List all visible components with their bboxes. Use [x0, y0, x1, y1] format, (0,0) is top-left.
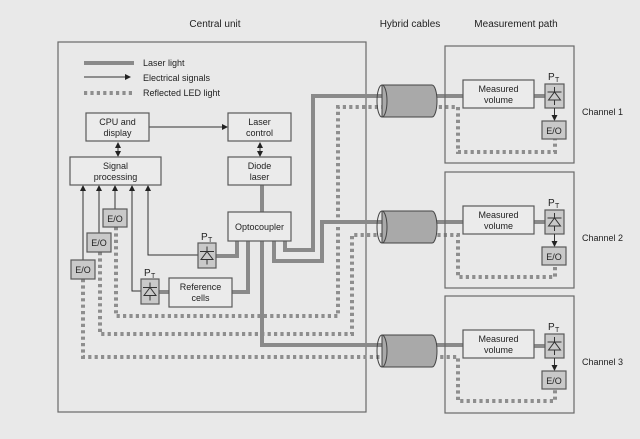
svg-text:Optocoupler: Optocoupler — [235, 222, 284, 232]
laser-path-channel-3 — [260, 241, 463, 347]
measured-volume: Measured volume — [462, 79, 535, 109]
central-unit-frame — [57, 41, 367, 413]
svg-text:T: T — [208, 237, 213, 244]
signal-pt-2 — [129, 185, 141, 292]
svg-text:P: P — [201, 232, 208, 243]
svg-text:T: T — [555, 203, 560, 210]
legend: Laser light Electrical signals Reflected… — [84, 58, 221, 98]
diode-laser-block: Diode laser — [227, 156, 292, 186]
channel-label: Channel 2 — [582, 233, 623, 243]
hybrid-cable-3 — [376, 334, 438, 368]
eo-converter: E/O — [541, 246, 567, 266]
measurement-path-frame — [444, 171, 575, 289]
svg-text:T: T — [151, 273, 156, 280]
measured-volume: Measured volume — [462, 329, 535, 359]
laser-path-channel-1 — [283, 94, 463, 252]
eo-converter-3: E/O — [70, 259, 96, 280]
svg-text:P: P — [144, 268, 151, 279]
svg-text:volume: volume — [484, 345, 513, 355]
measurement-path-frame — [444, 45, 575, 164]
laser-to-reference — [232, 241, 250, 294]
svg-text:E/O: E/O — [91, 238, 107, 248]
svg-text:P: P — [548, 198, 555, 209]
svg-text:volume: volume — [484, 221, 513, 231]
svg-text:Reference: Reference — [180, 282, 222, 292]
signal-processing-block: Signal processing — [69, 156, 162, 186]
svg-text:E/O: E/O — [107, 214, 123, 224]
legend-electrical-label: Electrical signals — [143, 73, 211, 83]
svg-text:Measured: Measured — [478, 210, 518, 220]
svg-text:P: P — [548, 72, 555, 83]
eo-converter: E/O — [541, 370, 567, 390]
header-hybrid-cables: Hybrid cables — [380, 19, 441, 30]
eo-converter: E/O — [541, 120, 567, 140]
svg-text:CPU and: CPU and — [99, 117, 136, 127]
laser-path-channel-2 — [272, 220, 463, 263]
svg-text:Diode: Diode — [248, 161, 272, 171]
legend-reflected-label: Reflected LED light — [143, 88, 221, 98]
channel-label: Channel 1 — [582, 107, 623, 117]
svg-text:Measured: Measured — [478, 334, 518, 344]
svg-text:cells: cells — [191, 293, 210, 303]
reflected-path-channel-2 — [98, 233, 557, 336]
cpu-display-block: CPU and display — [85, 112, 150, 142]
svg-text:Measured: Measured — [478, 84, 518, 94]
hybrid-cable-2 — [376, 210, 438, 244]
reference-cells-block: Reference cells — [168, 277, 233, 308]
svg-text:T: T — [555, 77, 560, 84]
svg-text:E/O: E/O — [546, 126, 562, 136]
laser-control-block: Laser control — [227, 112, 292, 142]
channel-label: Channel 3 — [582, 357, 623, 367]
eo-converter-2: E/O — [86, 232, 112, 253]
signal-pt-1 — [145, 185, 198, 256]
svg-text:Laser: Laser — [248, 117, 271, 127]
header-measurement-path: Measurement path — [474, 19, 557, 30]
measured-volume: Measured volume — [462, 205, 535, 235]
reflected-path-channel-3 — [81, 279, 557, 403]
eo-converter-1: E/O — [102, 208, 128, 228]
svg-text:E/O: E/O — [546, 252, 562, 262]
legend-laser-label: Laser light — [143, 58, 185, 68]
svg-text:laser: laser — [250, 172, 270, 182]
svg-text:E/O: E/O — [546, 376, 562, 386]
svg-text:E/O: E/O — [75, 265, 91, 275]
svg-text:P: P — [548, 322, 555, 333]
laser-to-pt-1 — [216, 241, 239, 258]
svg-text:display: display — [103, 128, 132, 138]
svg-text:control: control — [246, 128, 273, 138]
header-central-unit: Central unit — [189, 19, 240, 30]
svg-text:volume: volume — [484, 95, 513, 105]
svg-text:T: T — [555, 327, 560, 334]
measurement-path-frame — [444, 295, 575, 414]
svg-text:processing: processing — [94, 172, 138, 182]
hybrid-cable-1 — [376, 84, 438, 118]
svg-text:Signal: Signal — [103, 161, 128, 171]
optocoupler-block: Optocoupler — [227, 211, 292, 242]
